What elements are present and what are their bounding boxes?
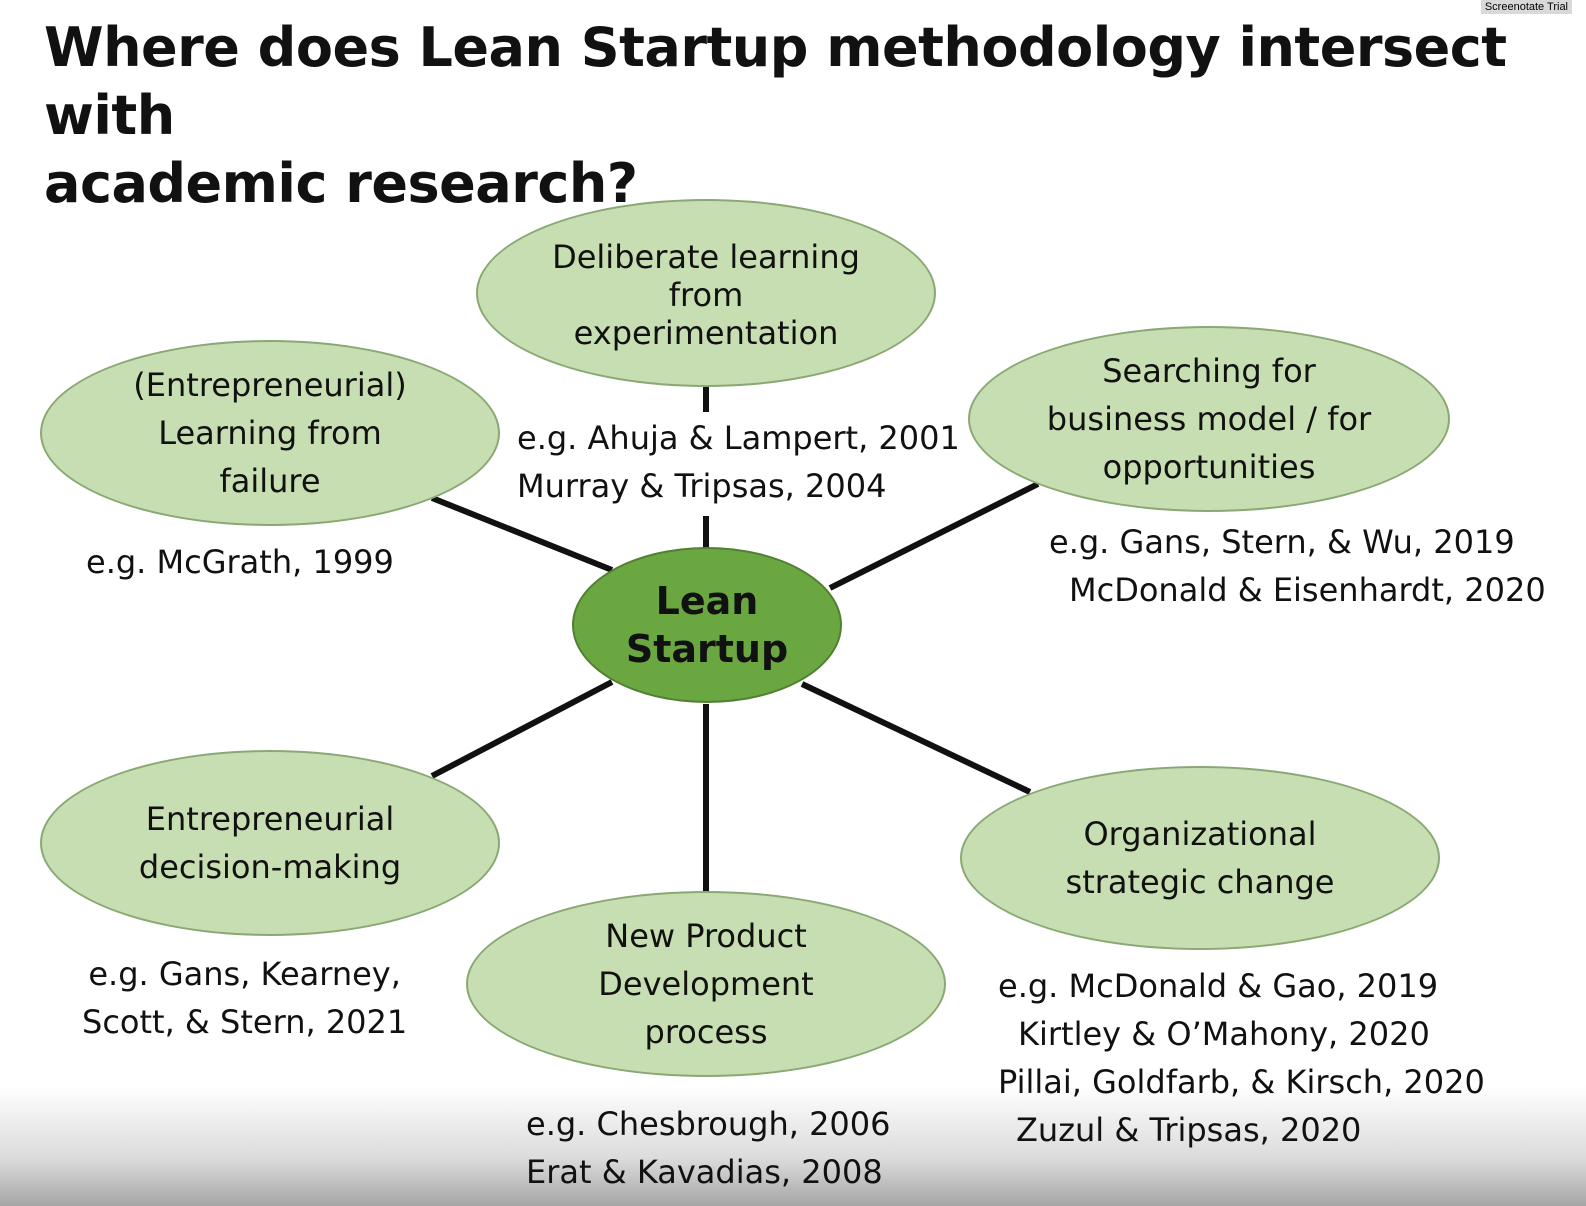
ref-line: e.g. Ahuja & Lampert, 2001 <box>517 419 960 457</box>
ref-line: Kirtley & O’Mahony, 2020 <box>1018 1015 1430 1053</box>
node-lower-left-line-2: decision-making <box>138 848 402 886</box>
ref-line: Zuzul & Tripsas, 2020 <box>1016 1111 1362 1149</box>
refs-searching-business-model: e.g. Gans, Stern, & Wu, 2019 McDonald & … <box>1049 518 1546 614</box>
node-top-line-1: Deliberate learning <box>552 238 860 276</box>
node-upper-left-line-1: (Entrepreneurial) <box>133 366 407 404</box>
ref-line: Erat & Kavadias, 2008 <box>526 1153 883 1191</box>
node-top-line-2: from <box>668 276 744 314</box>
title-line-1: Where does Lean Startup methodology inte… <box>44 16 1507 147</box>
node-bottom-line-1: New Product <box>605 917 807 955</box>
center-line-1: Lean <box>655 579 759 623</box>
ref-line: e.g. McGrath, 1999 <box>86 543 394 581</box>
node-upper-left-line-3: failure <box>219 462 321 500</box>
refs-learning-from-failure: e.g. McGrath, 1999 <box>86 538 394 586</box>
ref-line: McDonald & Eisenhardt, 2020 <box>1069 571 1546 609</box>
center-line-2: Startup <box>625 627 789 671</box>
node-searching-business-model: Searching for business model / for oppor… <box>968 326 1450 512</box>
node-lower-right-line-2: strategic change <box>1065 863 1335 901</box>
slide-title: Where does Lean Startup methodology inte… <box>44 14 1544 218</box>
connector-upper-right <box>828 481 1040 591</box>
title-line-2: academic research? <box>44 152 638 215</box>
refs-entrepreneurial-decision-making: e.g. Gans, Kearney, Scott, & Stern, 2021 <box>82 950 407 1046</box>
ref-line: e.g. Gans, Stern, & Wu, 2019 <box>1049 523 1515 561</box>
refs-deliberate-learning: e.g. Ahuja & Lampert, 2001 Murray & Trip… <box>517 414 960 510</box>
ref-line: Murray & Tripsas, 2004 <box>517 467 887 505</box>
center-lean-startup: Lean Startup <box>572 547 842 703</box>
node-lower-right-line-1: Organizational <box>1083 815 1317 853</box>
watermark-badge: Screenotate Trial <box>1480 0 1572 14</box>
connector-upper-left <box>430 495 614 573</box>
ref-line: e.g. Chesbrough, 2006 <box>526 1105 891 1143</box>
node-learning-from-failure: (Entrepreneurial) Learning from failure <box>40 340 500 526</box>
node-upper-right-line-1: Searching for <box>1102 352 1316 390</box>
connector-lower-left <box>430 679 614 779</box>
node-upper-right-line-2: business model / for <box>1046 400 1372 438</box>
connector-lower-right <box>800 681 1032 795</box>
node-lower-left-line-1: Entrepreneurial <box>145 800 395 838</box>
node-deliberate-learning: Deliberate learning from experimentation <box>476 199 936 387</box>
node-entrepreneurial-decision-making: Entrepreneurial decision-making <box>40 750 500 936</box>
ref-line: Pillai, Goldfarb, & Kirsch, 2020 <box>998 1063 1485 1101</box>
refs-new-product-development: e.g. Chesbrough, 2006 Erat & Kavadias, 2… <box>526 1100 891 1196</box>
node-new-product-development: New Product Development process <box>466 891 946 1077</box>
node-bottom-line-2: Development <box>598 965 814 1003</box>
ref-line: e.g. McDonald & Gao, 2019 <box>998 967 1439 1005</box>
refs-organizational-strategic-change: e.g. McDonald & Gao, 2019 Kirtley & O’Ma… <box>998 962 1485 1154</box>
node-upper-left-line-2: Learning from <box>158 414 382 452</box>
node-bottom-line-3: process <box>644 1013 768 1051</box>
node-top-line-3: experimentation <box>573 314 839 352</box>
node-organizational-strategic-change: Organizational strategic change <box>960 766 1440 950</box>
ref-line: Scott, & Stern, 2021 <box>82 1003 408 1041</box>
ref-line: e.g. Gans, Kearney, <box>88 955 401 993</box>
node-upper-right-line-3: opportunities <box>1102 448 1316 486</box>
